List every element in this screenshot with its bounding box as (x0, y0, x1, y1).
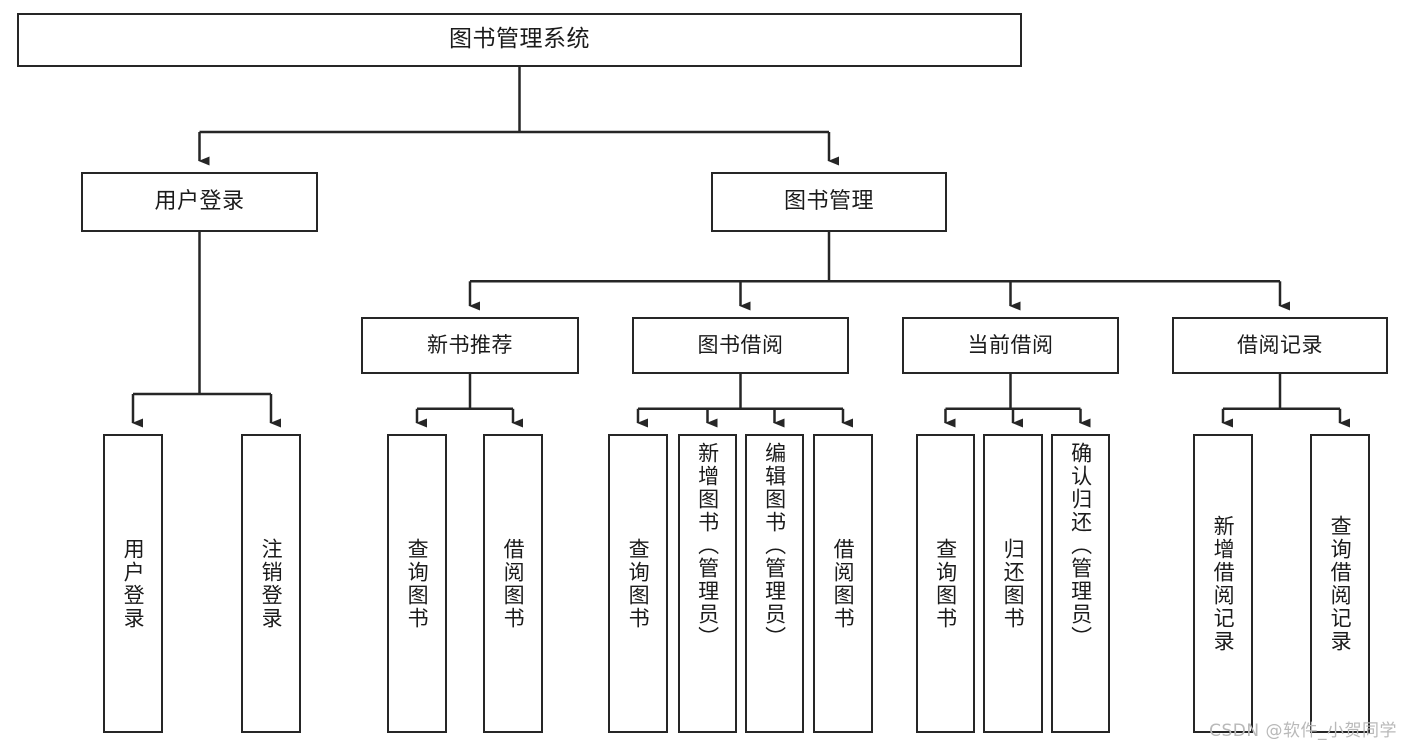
node-leaf-query-record[interactable]: 查询借阅记录 (1310, 434, 1370, 733)
node-label: 查询图书 (405, 537, 430, 630)
node-leaf-add-book[interactable]: 新增图书（管理员） (678, 434, 737, 733)
node-book-mgmt[interactable]: 图书管理 (711, 172, 947, 232)
node-leaf-logout[interactable]: 注销登录 (241, 434, 301, 733)
node-new-book-rec[interactable]: 新书推荐 (361, 317, 579, 374)
node-leaf-return-book[interactable]: 归还图书 (983, 434, 1043, 733)
node-label: 用户登录 (154, 188, 245, 214)
node-borrow-record[interactable]: 借阅记录 (1172, 317, 1388, 374)
node-user-login[interactable]: 用户登录 (81, 172, 318, 232)
node-leaf-borrow-book-2[interactable]: 借阅图书 (813, 434, 873, 733)
node-book-borrow[interactable]: 图书借阅 (632, 317, 849, 374)
node-leaf-query-book-2[interactable]: 查询图书 (608, 434, 668, 733)
node-label: 借阅图书 (501, 537, 526, 630)
node-leaf-query-book-3[interactable]: 查询图书 (916, 434, 975, 733)
node-label: 新书推荐 (427, 332, 513, 357)
node-label: 借阅图书 (831, 537, 856, 630)
node-label: 用户登录 (121, 537, 146, 630)
node-label: 当前借阅 (967, 332, 1054, 357)
node-label: 查询借阅记录 (1328, 514, 1353, 653)
node-leaf-user-login[interactable]: 用户登录 (103, 434, 163, 733)
node-label: 图书管理 (783, 188, 874, 214)
node-label: 查询图书 (933, 537, 958, 630)
node-leaf-query-book-1[interactable]: 查询图书 (387, 434, 447, 733)
node-leaf-borrow-book-1[interactable]: 借阅图书 (483, 434, 543, 733)
node-leaf-edit-book[interactable]: 编辑图书（管理员） (745, 434, 804, 733)
node-label: 查询图书 (626, 537, 651, 630)
node-label: 注销登录 (259, 537, 284, 630)
node-label: 借阅记录 (1237, 332, 1323, 357)
node-label: 编辑图书（管理员） (762, 442, 787, 649)
node-current-borrow[interactable]: 当前借阅 (902, 317, 1119, 374)
node-leaf-add-record[interactable]: 新增借阅记录 (1193, 434, 1253, 733)
node-label: 图书管理系统 (449, 26, 590, 53)
node-leaf-confirm-return[interactable]: 确认归还（管理员） (1051, 434, 1110, 733)
node-label: 新增借阅记录 (1211, 514, 1236, 653)
node-label: 新增图书（管理员） (695, 442, 720, 649)
node-label: 图书借阅 (697, 332, 784, 357)
node-label: 确认归还（管理员） (1068, 442, 1093, 649)
node-root[interactable]: 图书管理系统 (17, 13, 1022, 67)
node-label: 归还图书 (1001, 537, 1026, 630)
watermark: CSDN @软件_小贺同学 (1209, 721, 1397, 741)
